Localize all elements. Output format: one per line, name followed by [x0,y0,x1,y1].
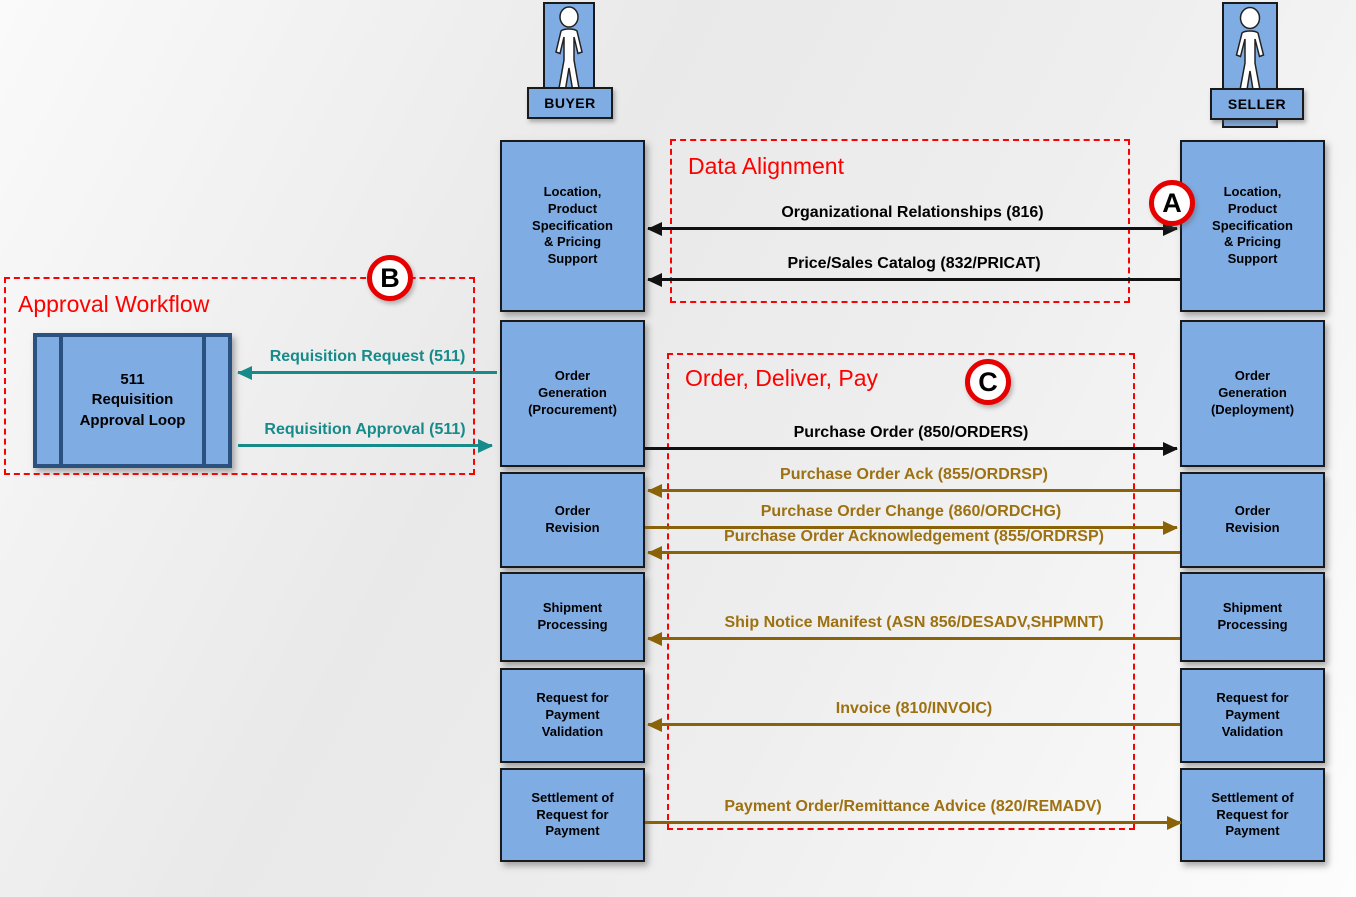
message-organizational-relationships: Organizational Relationships (816) [648,200,1177,230]
arrow-line [648,551,1180,554]
requisition-approval-loop-label: 511 Requisition Approval Loop [79,371,186,429]
arrow-line [238,444,492,447]
message-invoice: Invoice (810/INVOIC) [648,696,1180,726]
seller-process-order-generation: Order Generation (Deployment) [1180,320,1325,467]
seller-process-payment-validation: Request for Payment Validation [1180,668,1325,763]
buyer-process-payment-validation: Request for Payment Validation [500,668,645,763]
message-price-sales-catalog: Price/Sales Catalog (832/PRICAT) [648,251,1180,281]
arrow-line [648,227,1177,230]
message-requisition-approval: Requisition Approval (511) [238,417,492,447]
arrow-line [648,637,1180,640]
arrow-line [238,371,497,374]
buyer-process-settlement: Settlement of Request for Payment [500,768,645,862]
arrow-line [648,278,1180,281]
buyer-process-location-pricing: Location, Product Specification & Pricin… [500,140,645,312]
message-purchase-order-acknowledgement: Purchase Order Acknowledgement (855/ORDR… [648,524,1180,554]
message-ship-notice-manifest: Ship Notice Manifest (ASN 856/DESADV,SHP… [648,610,1180,640]
arrow-line [645,447,1177,450]
requisition-approval-loop-box: 511 Requisition Approval Loop [33,333,232,468]
arrow-line [648,723,1180,726]
arrow-line [645,526,1177,529]
group-title: Data Alignment [688,153,844,179]
arrow-line [648,489,1180,492]
group-title: Approval Workflow [18,291,210,317]
message-requisition-request: Requisition Request (511) [238,344,497,374]
buyer-label: BUYER [527,87,613,119]
buyer-process-order-revision: Order Revision [500,472,645,568]
seller-process-settlement: Settlement of Request for Payment [1180,768,1325,862]
seller-label: SELLER [1210,88,1304,120]
message-purchase-order-change: Purchase Order Change (860/ORDCHG) [645,499,1177,529]
arrow-line [645,821,1181,824]
buyer-process-order-generation: Order Generation (Procurement) [500,320,645,467]
seller-process-order-revision: Order Revision [1180,472,1325,568]
buyer-process-shipment-processing: Shipment Processing [500,572,645,662]
group-order-deliver-pay: Order, Deliver, Pay [667,353,1135,830]
marker-c: C [965,359,1011,405]
seller-process-shipment-processing: Shipment Processing [1180,572,1325,662]
group-data-alignment: Data Alignment [670,139,1130,303]
marker-a: A [1149,180,1195,226]
marker-b: B [367,255,413,301]
message-purchase-order: Purchase Order (850/ORDERS) [645,420,1177,450]
message-payment-order-remittance: Payment Order/Remittance Advice (820/REM… [645,794,1181,824]
group-approval-workflow: Approval Workflow [4,277,475,475]
seller-process-location-pricing: Location, Product Specification & Pricin… [1180,140,1325,312]
message-purchase-order-ack: Purchase Order Ack (855/ORDRSP) [648,462,1180,492]
group-title: Order, Deliver, Pay [685,365,879,391]
